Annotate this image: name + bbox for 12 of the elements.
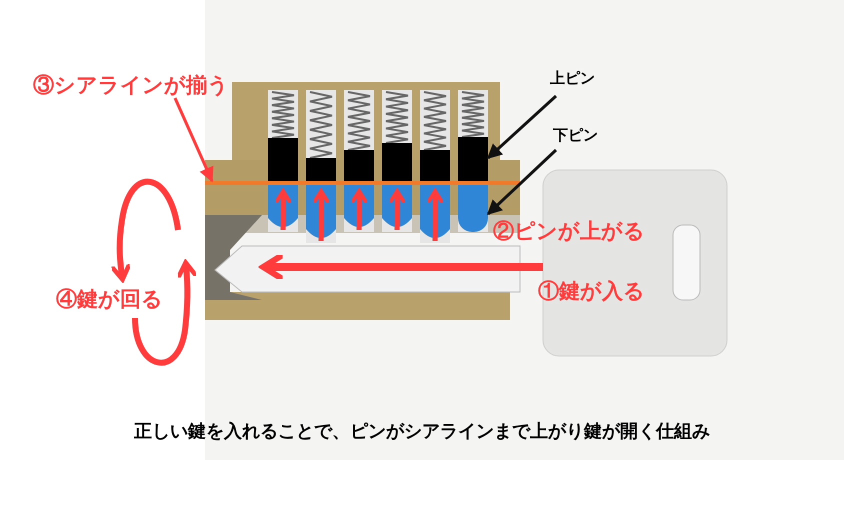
callout-text: ③シアラインが揃う (33, 70, 229, 102)
step-label: ②ピンが上がる (493, 219, 645, 245)
step-label: ④鍵が回る (56, 287, 163, 313)
step-label: ①鍵が入る (538, 279, 645, 305)
upper-pin (458, 137, 488, 181)
callout-text: 下ピン (553, 125, 598, 148)
leader-arrow (486, 94, 558, 160)
lower-pin (458, 185, 488, 232)
callout-text: 上ピン (550, 68, 595, 90)
caption: 正しい鍵を入れることで、ピンがシアラインまで上がり鍵が開く仕組み (133, 420, 711, 443)
leader-arrow (174, 97, 214, 182)
leader-arrow (486, 148, 558, 216)
